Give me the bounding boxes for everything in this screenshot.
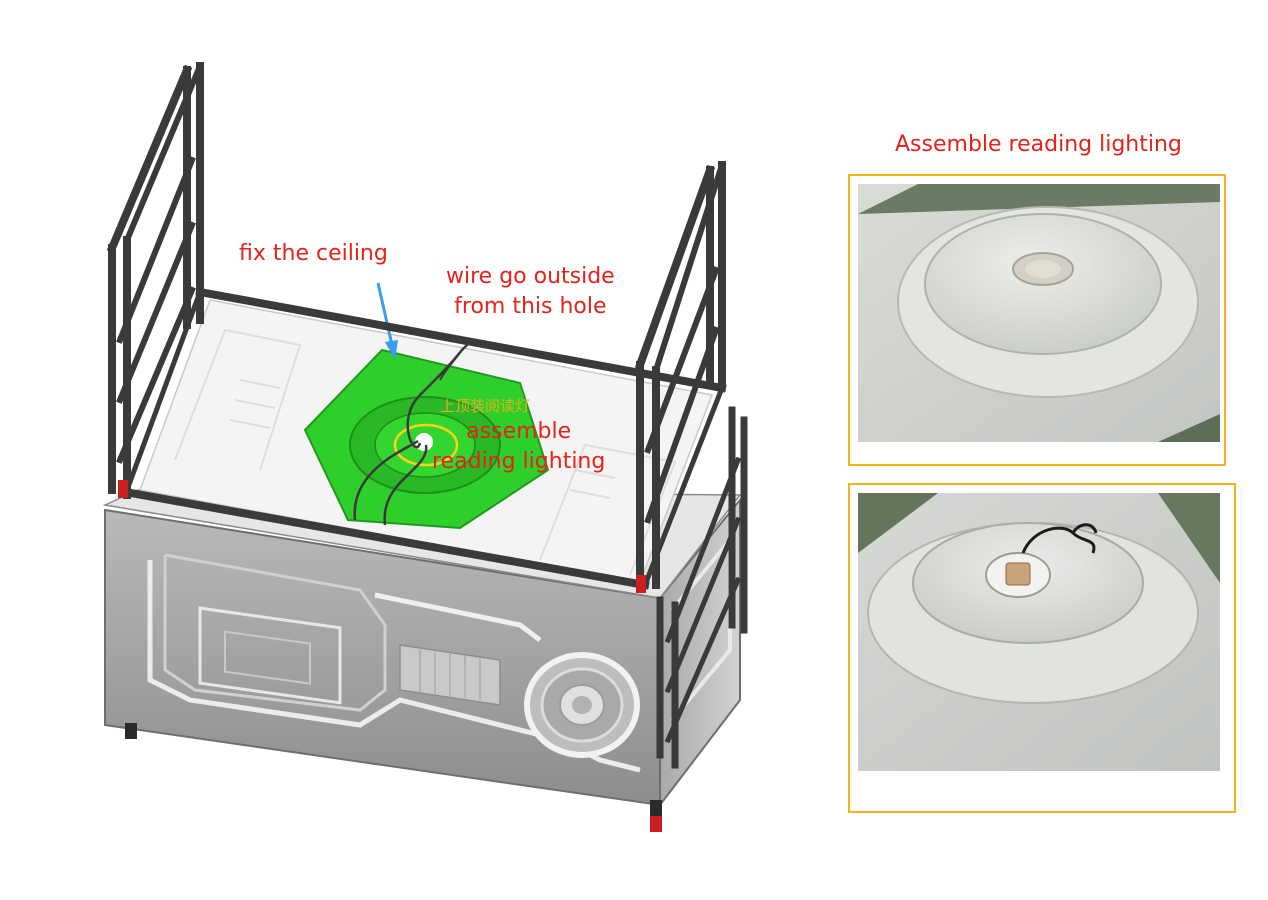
label-assemble-lighting: assemble reading lighting bbox=[432, 417, 605, 476]
frame-joints bbox=[118, 480, 646, 593]
panel-title: Assemble reading lighting bbox=[895, 132, 1182, 157]
label-wire-hole: wire go outside from this hole bbox=[446, 262, 615, 321]
label-chinese-reading-light: 上顶装阅读灯 bbox=[440, 397, 531, 415]
railing-frame bbox=[106, 62, 748, 769]
reading-light-cover-icon bbox=[858, 184, 1220, 442]
label-assemble-line2: reading lighting bbox=[432, 448, 606, 474]
photo-frame-bottom bbox=[848, 483, 1236, 813]
label-wire-line1: wire go outside bbox=[446, 264, 615, 289]
reading-light-wired-icon bbox=[858, 493, 1220, 771]
pointer-arrow-icon bbox=[376, 282, 398, 360]
label-wire-line2: from this hole bbox=[454, 293, 607, 319]
label-fix-ceiling: fix the ceiling bbox=[239, 241, 388, 266]
label-assemble-line1: assemble bbox=[466, 419, 572, 444]
photo-frame-top bbox=[848, 174, 1226, 466]
ceiling-panel bbox=[303, 341, 550, 530]
bed-frame-diagram bbox=[102, 62, 748, 832]
